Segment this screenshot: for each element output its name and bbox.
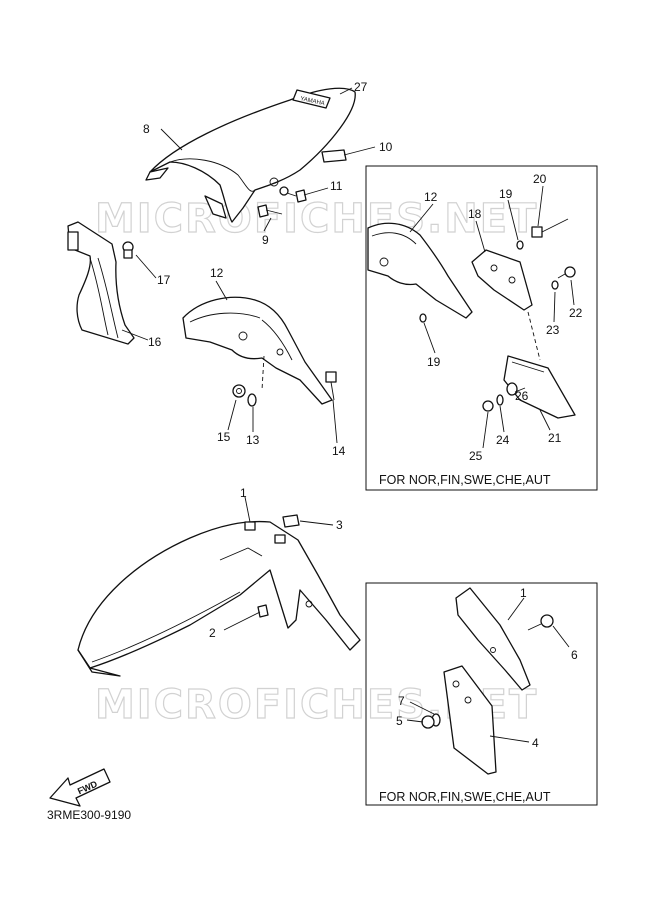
callout-4: 4 — [532, 736, 539, 750]
callout-19-bottom: 19 — [427, 355, 441, 369]
inset-washer-24 — [496, 394, 504, 406]
callout-25: 25 — [469, 449, 483, 463]
flap-part — [67, 221, 135, 345]
callout-18: 18 — [468, 207, 482, 221]
bolt-part-11 — [279, 186, 307, 203]
callout-3: 3 — [336, 518, 343, 532]
callout-26: 26 — [515, 389, 529, 403]
inset-rivet-part-20 — [531, 218, 569, 238]
callout-24: 24 — [496, 433, 510, 447]
bolt-part-2 — [257, 604, 269, 618]
inset-plate-part — [503, 355, 576, 419]
callout-23: 23 — [546, 323, 560, 337]
callout-22: 22 — [569, 306, 583, 320]
callout-6: 6 — [571, 648, 578, 662]
inset-box-rear — [365, 165, 598, 491]
callout-27: 27 — [354, 80, 368, 94]
bolt-part-14 — [325, 371, 337, 401]
callout-12-inset: 12 — [424, 190, 438, 204]
inset-bracket-part — [471, 249, 533, 311]
callout-5: 5 — [396, 714, 403, 728]
inset-box-front — [365, 582, 598, 806]
bolt-part-17 — [122, 241, 134, 259]
inset-rear-fender — [367, 222, 473, 319]
inset-washer-19a — [516, 240, 524, 250]
seat-part: YAMAHA — [145, 87, 356, 223]
bolt-part-9 — [257, 204, 283, 218]
pad-part — [321, 149, 347, 163]
diagram-code: 3RME300-9190 — [47, 808, 131, 822]
inset-bolt-part-22 — [557, 266, 576, 279]
callout-12-main: 12 — [210, 266, 224, 280]
rear-fender-part — [182, 296, 333, 405]
callout-16: 16 — [148, 335, 162, 349]
callouts: 8 27 10 11 9 17 16 12 15 13 14 12 18 19 … — [143, 80, 583, 750]
inset-nut-5 — [421, 715, 435, 729]
callout-1-inset: 1 — [520, 586, 527, 600]
callout-2: 2 — [209, 626, 216, 640]
inset-collar-26 — [506, 382, 518, 396]
callout-14: 14 — [332, 444, 346, 458]
callout-10: 10 — [379, 140, 393, 154]
svg-text:YAMAHA: YAMAHA — [300, 96, 326, 107]
bolt-part-3 — [282, 514, 300, 528]
inset-nut-25 — [482, 400, 494, 412]
inset-front-fender — [455, 587, 531, 691]
front-fender-part — [77, 520, 361, 677]
callout-11: 11 — [330, 179, 343, 193]
callout-19-top: 19 — [499, 187, 513, 201]
inset-note-rear: FOR NOR,FIN,SWE,CHE,AUT — [379, 473, 551, 487]
washer-part-13 — [247, 393, 257, 407]
inset-note-front: FOR NOR,FIN,SWE,CHE,AUT — [379, 790, 551, 804]
callout-21: 21 — [548, 431, 562, 445]
callout-15: 15 — [217, 430, 231, 444]
fwd-arrow-icon: FWD — [49, 768, 111, 807]
nut-part-15 — [232, 384, 246, 398]
seat-badge — [292, 89, 331, 109]
inset-washer-23 — [551, 280, 559, 290]
inset-washer-19b — [419, 313, 427, 323]
leader-lines — [121, 87, 575, 743]
callout-8: 8 — [143, 122, 150, 136]
callout-7: 7 — [398, 694, 405, 708]
inset-plate-part-4 — [443, 665, 497, 775]
callout-13: 13 — [246, 433, 260, 447]
callout-1-main: 1 — [240, 486, 247, 500]
inset-bolt-part-6 — [527, 614, 554, 631]
callout-9: 9 — [262, 233, 269, 247]
callout-20: 20 — [533, 172, 547, 186]
callout-17: 17 — [157, 273, 171, 287]
watermark-top: MICROFICHES.NET — [95, 196, 538, 242]
